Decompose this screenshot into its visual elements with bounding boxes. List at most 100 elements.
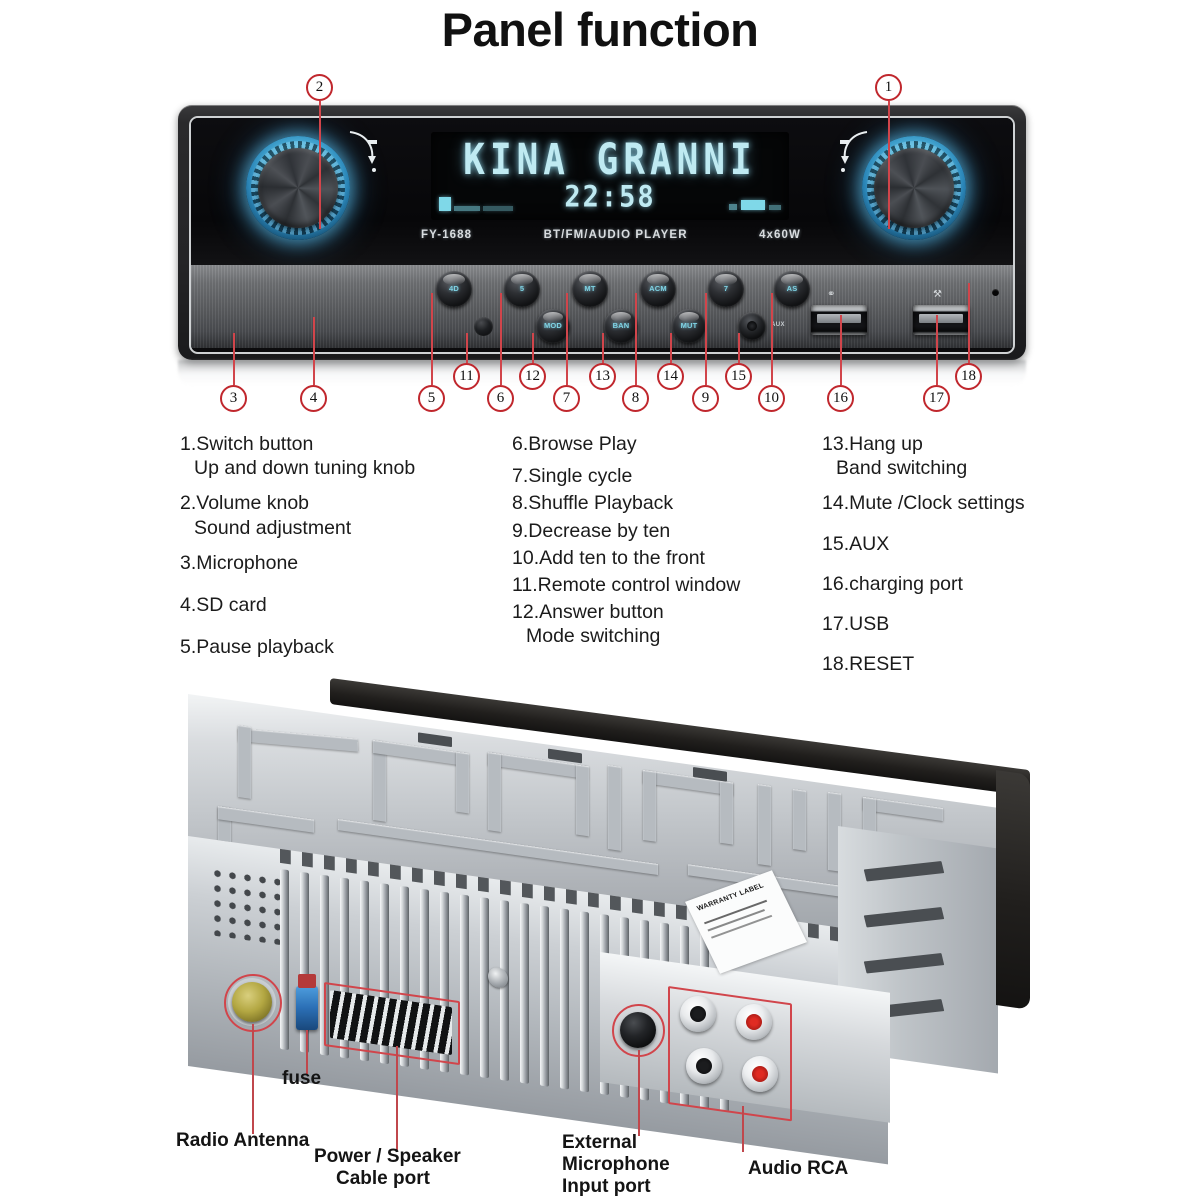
loop-indicator-icon: [729, 204, 737, 210]
legend-text: USB: [849, 612, 890, 635]
legend-column-2: 6.Browse Play 7.Single cycle 8.Shuffle P…: [512, 432, 812, 659]
stamping-emboss: [456, 751, 469, 814]
callout-leader-line: [839, 315, 842, 385]
charging-port[interactable]: [811, 305, 867, 335]
button-label: AS: [786, 284, 798, 294]
button-label: MOD: [543, 321, 563, 331]
heatsink-fin: [280, 868, 289, 1051]
legend-text: Remote control window: [537, 573, 741, 596]
callout-number: 14: [657, 363, 684, 390]
callout-leader-line: [430, 293, 433, 385]
player-type-label: BT/FM/AUDIO PLAYER: [543, 229, 688, 241]
callout-number: 18: [955, 363, 982, 390]
legend-text: Answer button: [539, 601, 664, 624]
legend-item: 10.Add ten to the front: [512, 546, 812, 570]
rca-leader-line-h: [742, 1150, 744, 1152]
volume-knob[interactable]: [246, 136, 350, 240]
rear-view-photo: WARRANTY LABEL fuse Radio Antenna Power …: [0, 660, 1200, 1200]
legend-subtext: Sound adjustment: [194, 516, 352, 539]
remote-control-window: [474, 317, 493, 336]
callout-number: 9: [692, 385, 719, 412]
button-decrease-by-ten[interactable]: 7: [708, 271, 744, 307]
button-browse-play[interactable]: 5: [504, 271, 540, 307]
legend-text: 7.: [512, 465, 529, 488]
button-gloss: [511, 274, 533, 286]
button-hangup-band[interactable]: BAN: [604, 309, 638, 343]
button-add-ten[interactable]: AS: [774, 271, 810, 307]
stamping-emboss: [576, 764, 589, 837]
stamping-emboss: [373, 740, 468, 767]
legend-item: 4.SD card: [180, 593, 500, 617]
model-number: FY-1688: [421, 229, 473, 241]
button-mute-clock[interactable]: MUT: [672, 309, 706, 343]
legend-text: Mute /Clock settings: [849, 492, 1025, 515]
external-mic-line1: External: [562, 1132, 637, 1153]
button-label: 7: [723, 284, 729, 294]
callout-number: 4: [300, 385, 327, 412]
legend-text: 18.: [822, 653, 850, 676]
legend-item: 17.USB: [822, 612, 1082, 636]
legend-text: 17.: [822, 612, 850, 635]
callout-number: 2: [306, 74, 333, 101]
callout-leader-line: [634, 293, 637, 385]
button-label: 4D: [449, 284, 459, 294]
callout-leader-line: [465, 333, 468, 363]
aux-input-jack[interactable]: [738, 312, 766, 340]
reset-button[interactable]: [992, 289, 999, 296]
button-label: ACM: [649, 284, 667, 294]
callout-leader-line: [704, 293, 707, 385]
callout-number: 12: [519, 363, 546, 390]
switch-tuning-knob[interactable]: [862, 136, 966, 240]
legend-text: Switch button: [196, 433, 314, 455]
legend-text: Add ten to the front: [539, 546, 705, 569]
legend-text: Hang up: [849, 433, 923, 455]
mic-leader-line: [638, 1050, 640, 1136]
button-single-cycle[interactable]: MT: [572, 271, 608, 307]
power-speaker-leader-line: [396, 1046, 398, 1150]
stamping-emboss: [758, 784, 771, 866]
rca-jack-white: [680, 996, 716, 1032]
lcd-right-indicators: [729, 200, 781, 210]
button-gloss: [443, 274, 465, 286]
stamping-emboss: [238, 725, 251, 799]
legend-subtext: Mode switching: [526, 625, 661, 648]
fuse-label: fuse: [282, 1068, 322, 1089]
signal-bar-icon: [454, 206, 480, 211]
legend-item: 2.Volume knob Sound adjustment: [180, 491, 500, 539]
legend-item: 7.Single cycle: [512, 464, 812, 488]
rca-center-pin: [696, 1058, 712, 1074]
legend-item: 3.Microphone: [180, 551, 500, 575]
legend-column-3: 13.Hang up Band switching 14.Mute /Clock…: [822, 432, 1082, 687]
callout-number: 6: [487, 385, 514, 412]
legend-text: 13.: [822, 433, 850, 455]
side-vent-slot: [863, 953, 945, 974]
button-pause-playback[interactable]: 4D: [436, 271, 472, 307]
callout-leader-line: [499, 293, 502, 385]
usb-port[interactable]: [913, 305, 969, 335]
callout-leader-line: [887, 101, 890, 229]
usb-icon: ⚒: [933, 289, 942, 300]
legend-text: 3.: [180, 551, 197, 574]
legend-item: 8.Shuffle Playback: [512, 491, 812, 515]
vent-slot: [418, 732, 452, 748]
stamping-emboss: [218, 806, 314, 833]
callout-number: 3: [220, 385, 247, 412]
silkscreen-row: FY-1688 BT/FM/AUDIO PLAYER 4x60W: [421, 225, 801, 245]
callout-number: 10: [758, 385, 785, 412]
heatsink-fin: [520, 902, 529, 1084]
rca-jack-red: [736, 1004, 772, 1040]
faceplate-inner: KINA GRANNI 22:58: [189, 116, 1015, 354]
legend-item: 9.Decrease by ten: [512, 519, 812, 543]
knob-cap: [258, 148, 338, 228]
callout-leader-line: [967, 283, 970, 363]
legend-item: 18.RESET: [822, 652, 1082, 676]
stamping-emboss: [237, 728, 359, 752]
stamping-emboss: [608, 765, 621, 851]
heatsink-fin: [500, 899, 509, 1082]
legend-subtext: Band switching: [836, 457, 968, 480]
legend-lists: 1.Switch button Up and down tuning knob …: [0, 432, 1200, 675]
button-answer-mode[interactable]: MOD: [536, 309, 570, 343]
legend-text: Volume knob: [196, 492, 310, 515]
radio-antenna-label: Radio Antenna: [176, 1130, 310, 1151]
button-shuffle-playback[interactable]: ACM: [640, 271, 676, 307]
